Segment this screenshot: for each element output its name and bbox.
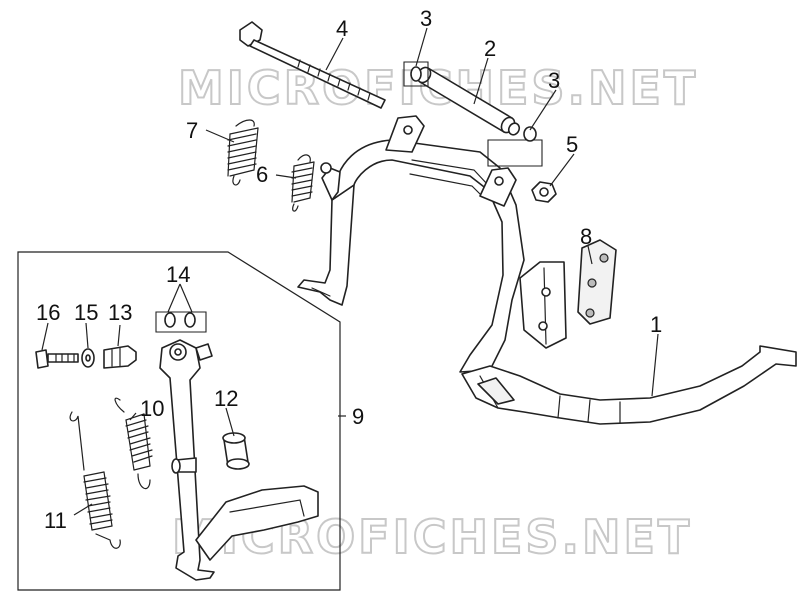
washers-pair [155,311,207,333]
callout-8: 8 [580,224,592,249]
callout-5: 5 [566,132,578,157]
callout-1: 1 [650,312,662,337]
callout-numbers: 1 2 3 3 4 5 6 7 8 9 10 11 12 13 14 15 16 [36,6,662,533]
callout-15: 15 [74,300,98,325]
small-bolt [35,349,79,369]
callout-12: 12 [214,386,238,411]
bushing [222,432,250,470]
flat-washer [81,348,95,368]
callout-2: 2 [484,36,496,61]
threaded-bush [103,345,137,369]
subassembly-frame [17,251,341,591]
callout-10: 10 [140,396,164,421]
spring-small [291,154,315,212]
callout-3-top: 3 [420,6,432,31]
callout-7: 7 [186,118,198,143]
leader-lines [41,27,659,516]
washer-top [403,61,429,87]
callout-6: 6 [256,162,268,187]
rubber-block [577,239,617,325]
main-stand [297,115,797,425]
callout-11: 11 [44,508,67,533]
side-stand [159,339,319,581]
nut [531,181,557,203]
callout-13: 13 [108,300,132,325]
callout-3-right: 3 [548,68,560,93]
spring-long [69,411,121,549]
callout-16: 16 [36,300,60,325]
callout-14: 14 [166,262,190,287]
spring-large [227,119,259,186]
callout-4: 4 [336,16,348,41]
washer-right [487,126,543,167]
spring-medium [114,397,153,490]
long-bolt [239,21,386,109]
callout-9: 9 [352,404,364,429]
pin [320,162,341,201]
